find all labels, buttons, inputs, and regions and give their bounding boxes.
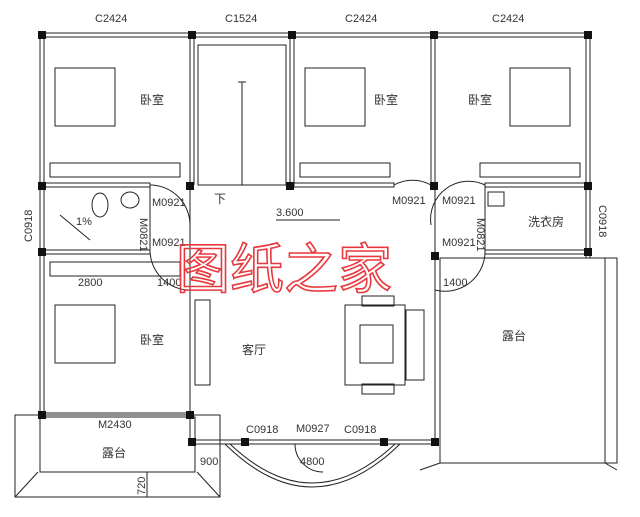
columns [38, 31, 592, 446]
room-label-laundry: 洗衣房 [528, 214, 564, 229]
room-label-terrace: 露台 [102, 445, 126, 460]
elevation-label: 3.600 [276, 207, 304, 219]
dimension-label: 4800 [300, 456, 324, 468]
door-label: M0927 [296, 423, 330, 435]
slope-label: 1% [76, 216, 92, 228]
stair-down-label: 下 [214, 192, 226, 206]
door-label: M2430 [98, 419, 132, 431]
window-label: C1524 [225, 13, 257, 25]
dimension-label: 1400 [157, 277, 181, 289]
room-label-terrace: 露台 [502, 328, 526, 343]
room-label-bedroom: 卧室 [140, 92, 164, 107]
watermark: 图纸之家 [176, 238, 392, 301]
window-label: C0918 [23, 210, 35, 242]
walls [14, 32, 618, 498]
room-label-living: 客厅 [242, 342, 266, 357]
window-label: C0918 [246, 424, 278, 436]
window-label: C2424 [95, 13, 127, 25]
dimension-label: 1400 [443, 277, 467, 289]
dimension-label: 720 [136, 477, 148, 495]
door-label: M0921 [442, 195, 476, 207]
window-label: C0918 [596, 205, 608, 237]
room-label-bedroom: 卧室 [140, 332, 164, 347]
dimension-label: 900 [200, 456, 218, 468]
room-label-bedroom: 卧室 [374, 92, 398, 107]
door-label: M0821 [474, 218, 486, 252]
room-label-bedroom: 卧室 [468, 92, 492, 107]
door-label: M0921 [392, 195, 426, 207]
dimension-label: 2800 [78, 277, 102, 289]
slope-arrow-icon [59, 214, 91, 241]
window-label: C0918 [344, 424, 376, 436]
door-label: M0821 [137, 218, 149, 252]
door-label: M0921 [152, 197, 186, 209]
door-label: M0921 [152, 237, 186, 249]
door-label: M0921 [442, 237, 476, 249]
window-label: C2424 [345, 13, 377, 25]
window-label: C2424 [492, 13, 524, 25]
